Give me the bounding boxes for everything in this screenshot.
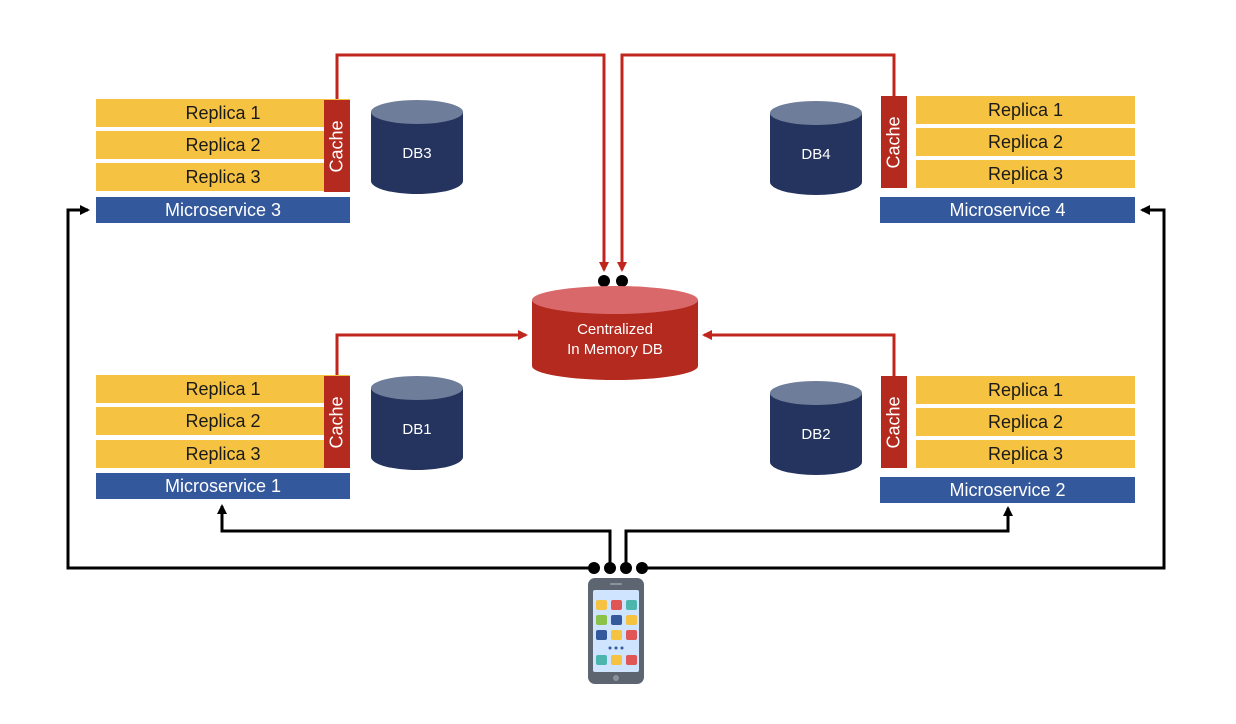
ms2-replica-1: Replica 1 (916, 376, 1135, 404)
central-db-label-line2: In Memory DB (567, 341, 663, 358)
ms2-cache-label: Cache (883, 395, 904, 449)
ms1-replica-2: Replica 2 (96, 407, 350, 435)
ms3-cache-label: Cache (326, 119, 347, 173)
central-connector-dot (598, 275, 610, 287)
client-to-ms3-link (66, 205, 594, 570)
db4-shape (770, 101, 862, 195)
ms4-cache-label: Cache (883, 115, 904, 169)
ms4-replica-3: Replica 3 (916, 160, 1135, 188)
db1-cylinder: DB1 (370, 375, 464, 471)
ms4-replica-2: Replica 2 (916, 128, 1135, 156)
client-connector-dot (636, 562, 648, 574)
ms2-replica-3: Replica 3 (916, 440, 1135, 468)
db4-cylinder: DB4 (769, 100, 863, 196)
ms3-replica-1: Replica 1 (96, 99, 350, 127)
db2-cylinder: DB2 (769, 380, 863, 476)
db2-label: DB2 (801, 426, 831, 443)
client-connector-dot (604, 562, 616, 574)
central-connector-dot (616, 275, 628, 287)
ms3-replica-3: Replica 3 (96, 163, 350, 191)
ms1-replica-3: Replica 3 (96, 440, 350, 468)
ms4-service-bar: Microservice 4 (880, 197, 1135, 223)
ms4-cache: Cache (881, 96, 907, 188)
ms4-replica-1: Replica 1 (916, 96, 1135, 124)
client-to-ms4-link (642, 205, 1166, 570)
central-db-cylinder (532, 286, 698, 380)
cache2-to-central-link (702, 330, 896, 376)
ms3-service-bar: Microservice 3 (96, 197, 350, 223)
ms2-service-bar: Microservice 2 (880, 477, 1135, 503)
client-connector-dot (620, 562, 632, 574)
client-to-ms1-link (217, 504, 612, 568)
db2-shape (770, 381, 862, 475)
ms3-cache: Cache (324, 100, 350, 192)
ms2-cache: Cache (881, 376, 907, 468)
db3-label: DB3 (402, 145, 432, 162)
cache3-to-central-link (335, 53, 609, 272)
db1-shape (371, 376, 463, 470)
client-to-ms2-link (624, 506, 1013, 568)
cache1-to-central-link (335, 330, 528, 376)
db4-label: DB4 (801, 146, 831, 163)
ms1-cache: Cache (324, 376, 350, 468)
ms1-cache-label: Cache (326, 395, 347, 449)
db1-label: DB1 (402, 421, 432, 438)
ms3-replica-2: Replica 2 (96, 131, 350, 159)
db3-shape (371, 100, 463, 194)
central-db-label-line1: Centralized (577, 321, 653, 338)
db3-cylinder: DB3 (370, 99, 464, 195)
ms1-replica-1: Replica 1 (96, 375, 350, 403)
smartphone-icon (588, 578, 644, 684)
client-connector-dot (588, 562, 600, 574)
central-db-label: Centralized In Memory DB (532, 320, 698, 360)
ms1-service-bar: Microservice 1 (96, 473, 350, 499)
ms2-replica-2: Replica 2 (916, 408, 1135, 436)
cache4-to-central-link (617, 53, 896, 272)
